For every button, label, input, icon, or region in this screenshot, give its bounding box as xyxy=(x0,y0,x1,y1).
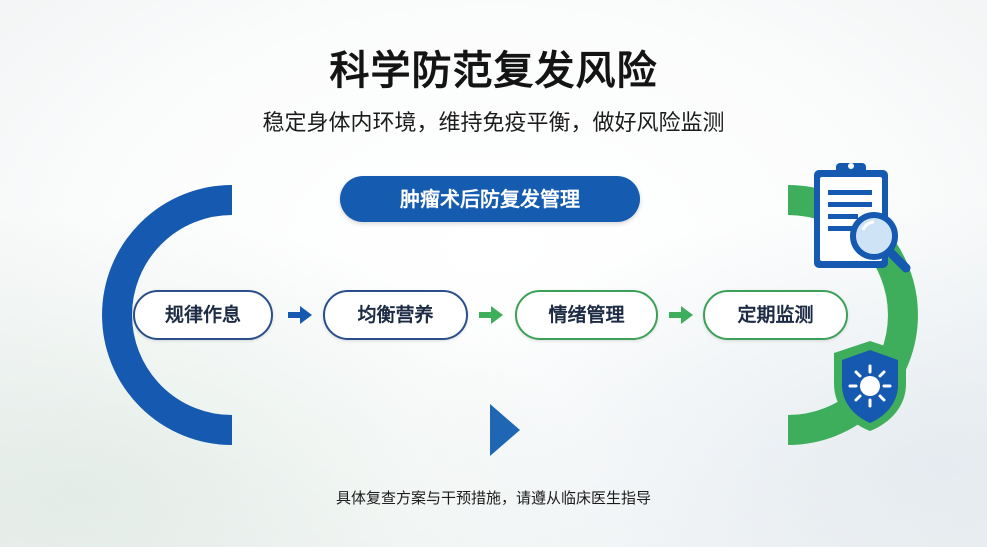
arrow-right-icon xyxy=(288,306,312,324)
arrow-right-icon xyxy=(479,306,503,324)
loop-arrow-head xyxy=(490,404,520,456)
footer-note: 具体复查方案与干预措施，请遵从临床医生指导 xyxy=(335,489,651,507)
step-emotion-management: 情绪管理 xyxy=(515,290,658,340)
arrow-right-icon xyxy=(669,306,693,324)
loop-left-arc xyxy=(102,185,233,445)
management-banner: 肿瘤术后防复发管理 xyxy=(340,176,640,222)
shield-virus-icon xyxy=(834,341,906,431)
step-regular-routine: 规律作息 xyxy=(133,290,273,340)
clipboard-magnifier-icon xyxy=(814,163,911,273)
step-balanced-nutrition: 均衡营养 xyxy=(323,290,468,340)
step-regular-monitoring: 定期监测 xyxy=(703,290,848,340)
page-title: 科学防范复发风险 xyxy=(329,48,658,94)
page-subtitle: 稳定身体内环境，维持免疫平衡，做好风险监测 xyxy=(262,111,725,136)
